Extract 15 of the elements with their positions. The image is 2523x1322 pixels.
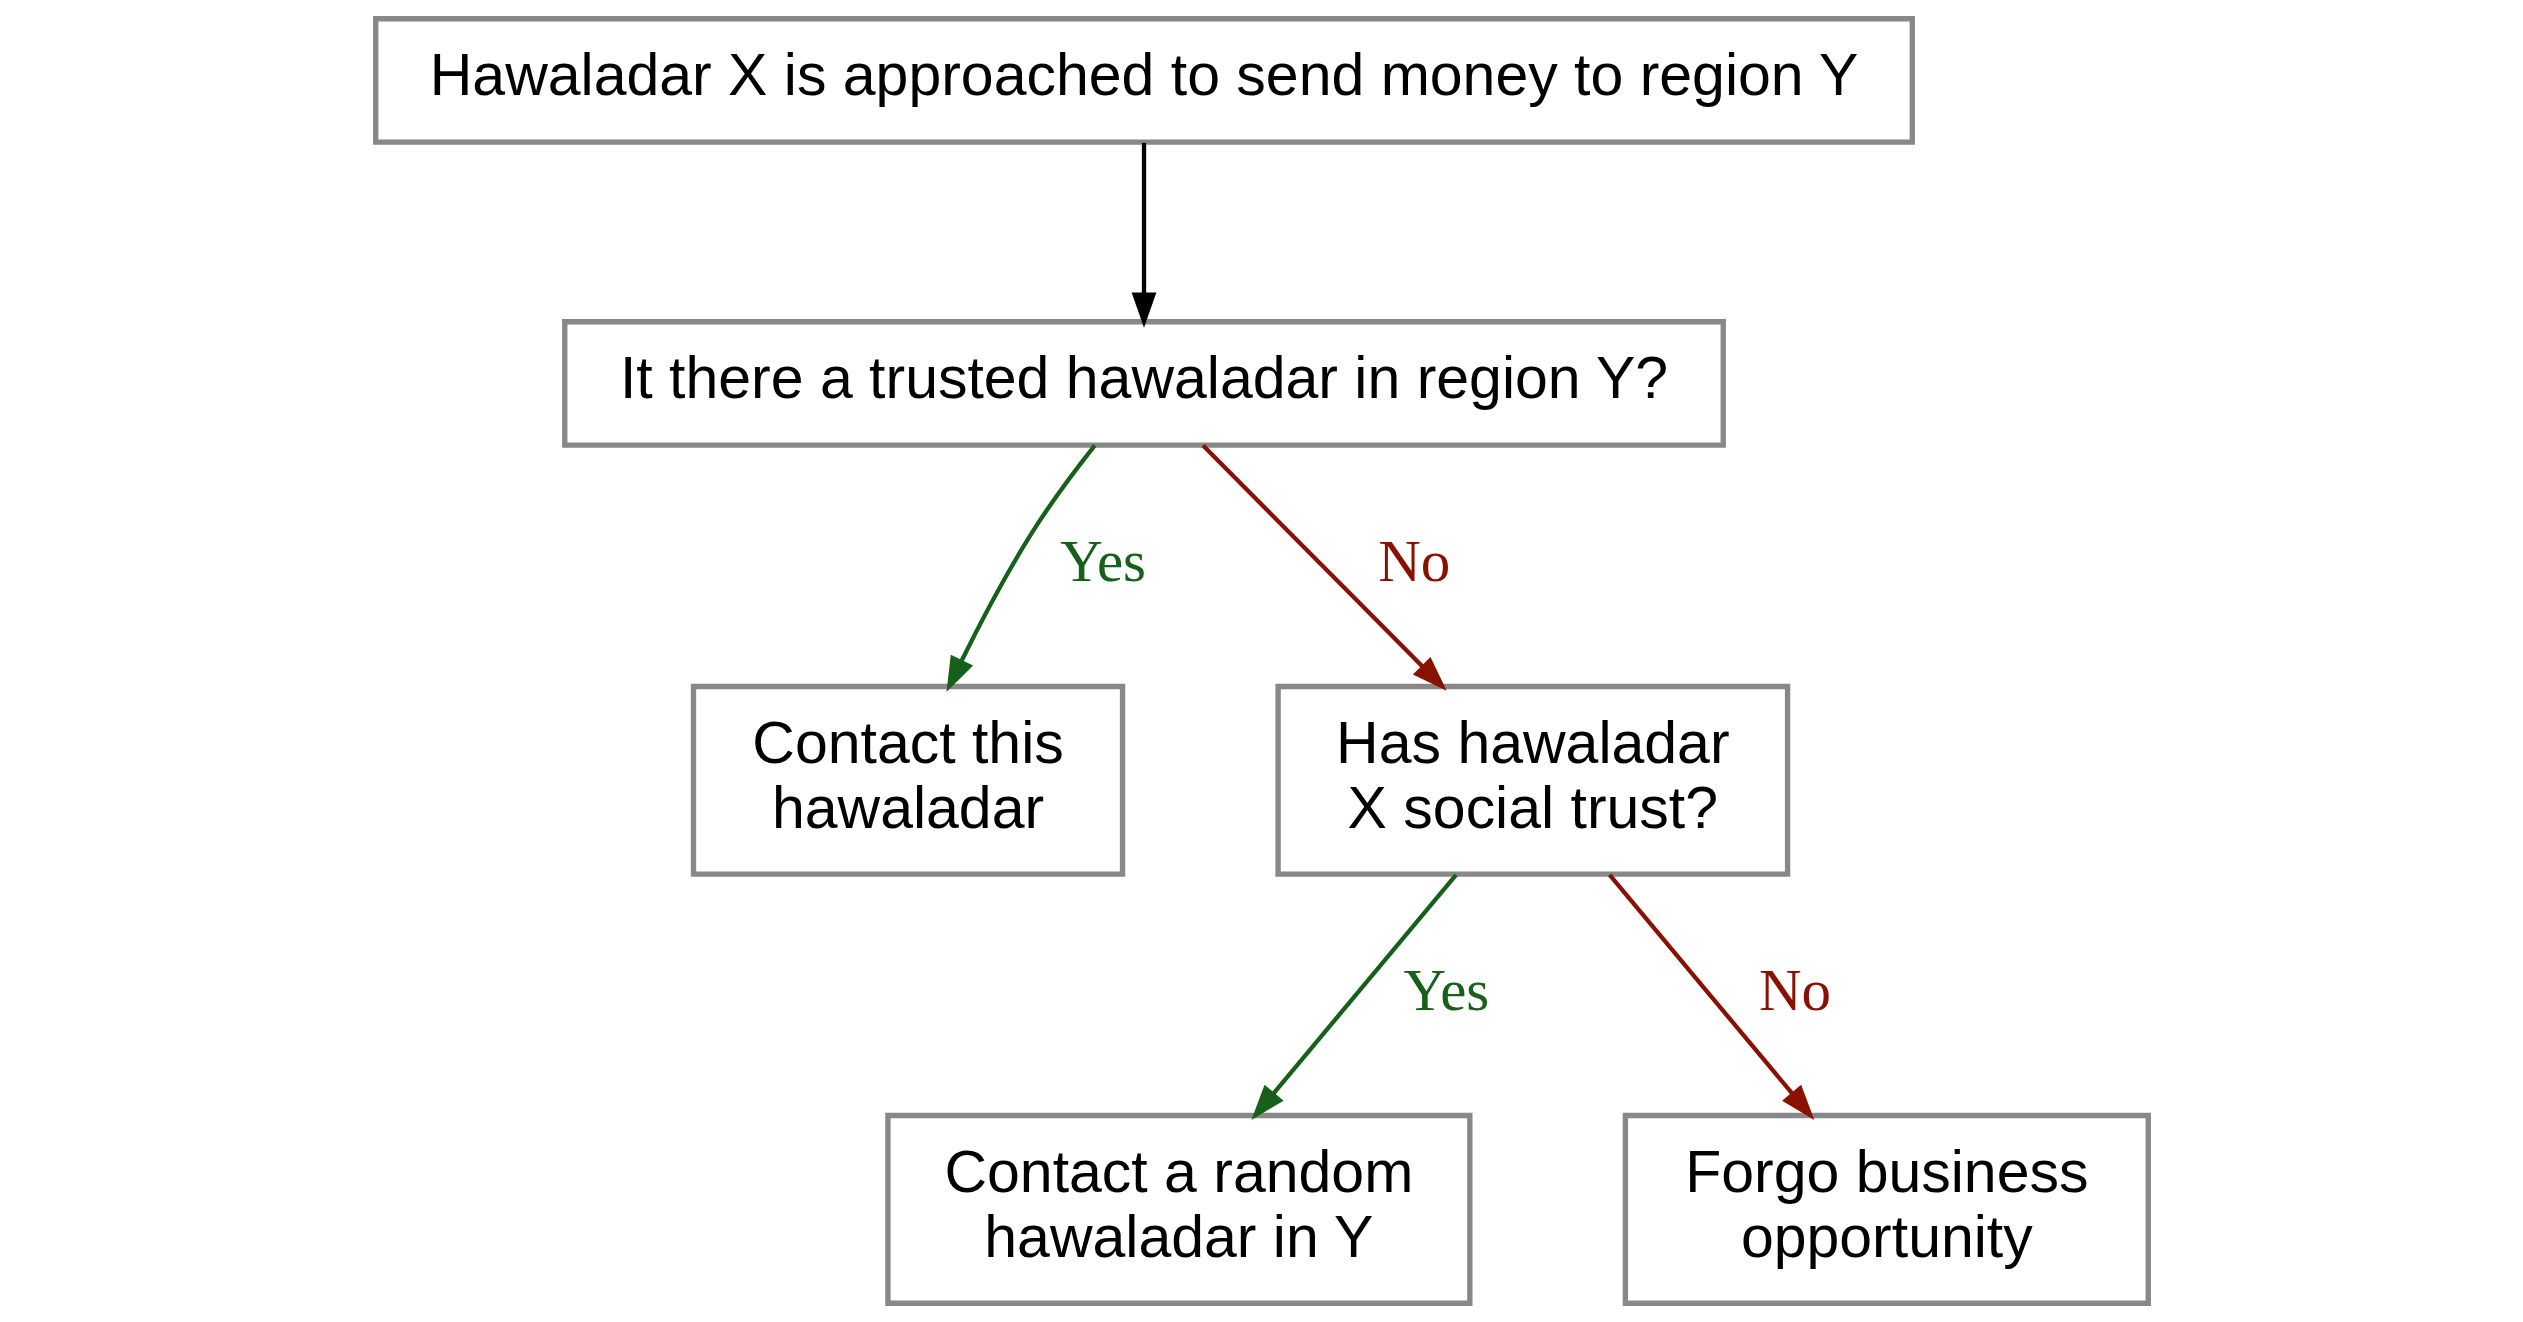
node-box: Forgo business opportunity <box>1622 1112 2151 1306</box>
arrow <box>1201 444 1447 691</box>
edge-label: Yes <box>1059 527 1146 594</box>
edge-label: Yes <box>1402 956 1489 1023</box>
arrow <box>1250 873 1458 1120</box>
arrow <box>1607 873 1814 1120</box>
node-box: Contact this hawaladar <box>690 683 1125 877</box>
arrow <box>945 444 1096 693</box>
edge-label: No <box>1377 527 1450 594</box>
arrow <box>1131 142 1156 328</box>
node-box: Hawaladar X is approached to send money to region Y <box>372 16 1915 145</box>
edge-label: No <box>1758 956 1831 1023</box>
node-box: It there a trusted hawaladar in region Y? <box>561 319 1726 448</box>
node-box: Contact a random hawaladar in Y <box>884 1112 1472 1306</box>
node-box: Has hawaladar X social trust? <box>1274 683 1790 877</box>
